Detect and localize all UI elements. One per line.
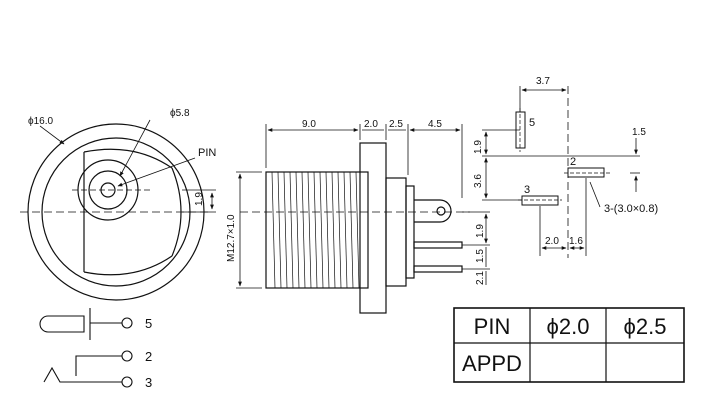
slot-pad-2 bbox=[567, 167, 605, 178]
pin-3-terminal bbox=[121, 376, 133, 388]
thread-line bbox=[277, 171, 282, 289]
thread-line bbox=[337, 171, 342, 289]
outer-leader bbox=[39, 125, 65, 145]
pin-leader bbox=[117, 157, 196, 187]
table-cell-r0c0: PIN bbox=[474, 314, 511, 339]
pcb-vert-b-label: 3.6 bbox=[473, 174, 484, 188]
thread-line bbox=[301, 171, 306, 289]
side-view bbox=[236, 124, 490, 314]
slot-spec-leader bbox=[589, 181, 601, 208]
pcb-span-label: 3.7 bbox=[536, 76, 550, 87]
body-length-label: 9.0 bbox=[302, 119, 316, 130]
rear-cap bbox=[405, 185, 415, 279]
flange-label: 2.0 bbox=[364, 119, 378, 130]
front-offset-label: 1.9 bbox=[194, 192, 205, 206]
pin-2-terminal bbox=[121, 350, 133, 362]
slot-pad-3 bbox=[521, 195, 559, 206]
tab-length-label: 4.5 bbox=[428, 119, 442, 130]
pin-terminal-3 bbox=[413, 265, 463, 273]
pad-2-label: 2 bbox=[570, 156, 576, 168]
thread-line bbox=[331, 171, 336, 289]
table-cell-r0c1: ϕ2.0 bbox=[547, 314, 590, 339]
thread-line bbox=[319, 171, 324, 289]
pin-label: PIN bbox=[198, 147, 216, 159]
thread-line bbox=[289, 171, 294, 289]
thread-line bbox=[325, 171, 330, 289]
thread-line bbox=[355, 171, 360, 289]
pad-5-label: 5 bbox=[529, 117, 535, 129]
pin-3-wire bbox=[43, 366, 122, 383]
thread-line bbox=[283, 171, 288, 289]
thread-line bbox=[295, 171, 300, 289]
pcb-h-b-label: 1.6 bbox=[569, 236, 583, 247]
schematic-pin-5: 5 bbox=[145, 316, 152, 331]
spec-table bbox=[453, 307, 685, 383]
thread-line bbox=[307, 171, 312, 289]
hole-leader bbox=[119, 119, 151, 177]
front-view bbox=[20, 119, 216, 301]
thread-label: M12.7×1.0 bbox=[226, 214, 237, 262]
pcb-layout bbox=[482, 86, 640, 258]
plug-body bbox=[39, 315, 85, 333]
thread-line bbox=[349, 171, 354, 289]
outer-diameter-label: ϕ16.0 bbox=[28, 116, 54, 127]
pin-offset-b-label: 1.5 bbox=[475, 249, 486, 263]
thread-lines bbox=[271, 171, 360, 289]
table-cell-r0c2: ϕ2.5 bbox=[624, 314, 667, 339]
table-border bbox=[453, 307, 685, 383]
pcb-vert-a-label: 1.9 bbox=[473, 140, 484, 154]
pad-3-label: 3 bbox=[524, 184, 530, 196]
rear-housing bbox=[385, 177, 407, 287]
schematic-symbol bbox=[39, 308, 133, 388]
table-cell-r1c0: APPD bbox=[462, 351, 522, 376]
tab-hole bbox=[436, 206, 446, 216]
pcb-margin-label: 1.5 bbox=[632, 127, 646, 138]
pin-offset-a-label: 1.9 bbox=[475, 224, 486, 238]
thread-line bbox=[271, 171, 276, 289]
pcb-h-a-label: 2.0 bbox=[545, 236, 559, 247]
pin-terminal-2 bbox=[413, 241, 463, 249]
tab-terminal bbox=[414, 199, 452, 223]
schematic-pin-3: 3 bbox=[145, 375, 152, 390]
gap-label: 2.5 bbox=[389, 119, 403, 130]
thread-line bbox=[343, 171, 348, 289]
schematic-pin-2: 2 bbox=[145, 349, 152, 364]
hole-diameter-label: ϕ5.8 bbox=[170, 108, 190, 119]
pin-offset-c-label: 2.1 bbox=[475, 271, 486, 285]
pin-2-wire bbox=[75, 355, 122, 376]
thread-line bbox=[313, 171, 318, 289]
pin-5-terminal bbox=[121, 317, 133, 329]
slot-spec-label: 3-(3.0×0.8) bbox=[604, 203, 658, 215]
